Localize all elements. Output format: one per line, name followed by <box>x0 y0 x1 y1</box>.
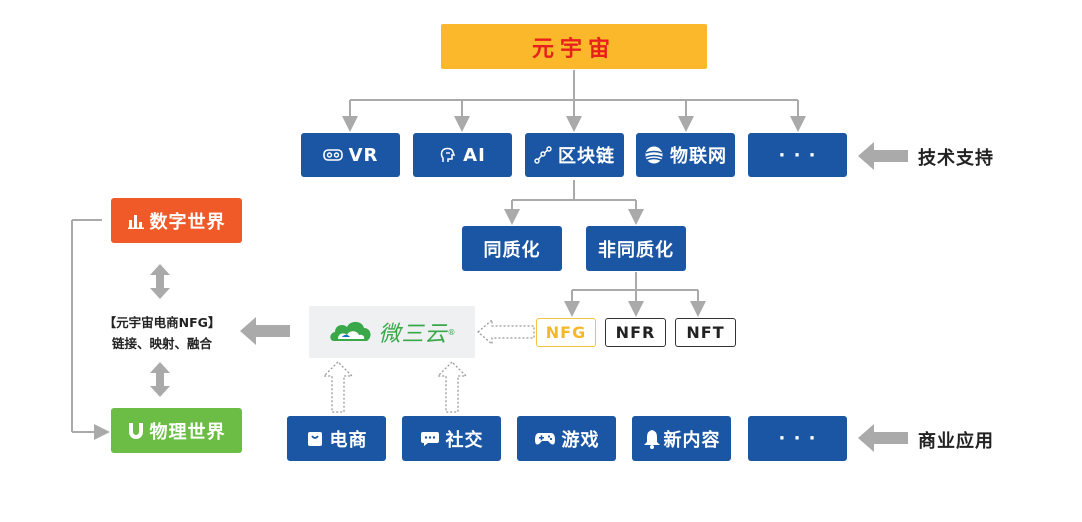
nfg-label: NFG <box>545 323 587 342</box>
nfr-label: NFR <box>615 323 656 342</box>
shopping-bag-icon <box>306 430 324 448</box>
digital-world-box: 数字世界 <box>111 198 242 243</box>
physical-world-box: 物理世界 <box>111 408 242 453</box>
tech-blockchain-box: 区块链 <box>525 133 624 177</box>
non-homogeneous-label: 非同质化 <box>598 239 674 261</box>
gamepad-icon <box>534 431 556 447</box>
biz-more-box: · · · <box>748 416 847 461</box>
bell-icon <box>643 429 661 449</box>
platform-name: 微三云 <box>378 322 448 347</box>
biz-social-label: 社交 <box>445 429 484 451</box>
cloud-logo-icon <box>328 317 374 347</box>
tech-vr-label: VR <box>348 144 379 166</box>
nfg-description: 【元宇宙电商NFG】 链接、映射、融合 <box>80 312 244 354</box>
nfr-box: NFR <box>605 318 666 347</box>
tech-iot-label: 物联网 <box>670 146 727 167</box>
ai-head-icon <box>439 146 457 164</box>
homogeneous-box: 同质化 <box>462 226 562 271</box>
nfg-description-line2: 链接、映射、融合 <box>111 336 212 351</box>
chat-icon <box>420 430 440 448</box>
blockchain-icon <box>534 146 552 164</box>
nft-box: NFT <box>675 318 736 347</box>
bar-chart-icon <box>127 213 144 229</box>
physical-world-label: 物理世界 <box>149 421 226 443</box>
biz-new-content-label: 新内容 <box>663 429 721 451</box>
digital-world-label: 数字世界 <box>149 211 226 233</box>
tech-blockchain-label: 区块链 <box>558 146 615 167</box>
tech-more-box: · · · <box>748 133 847 177</box>
nft-label: NFT <box>686 323 725 342</box>
metaverse-box: 元宇宙 <box>441 24 707 69</box>
tech-support-label: 技术支持 <box>918 148 994 169</box>
magnet-icon <box>128 422 144 440</box>
iot-globe-icon <box>644 145 664 165</box>
biz-social-box: 社交 <box>402 416 501 461</box>
biz-ecommerce-box: 电商 <box>287 416 386 461</box>
non-homogeneous-box: 非同质化 <box>586 226 686 271</box>
business-app-label: 商业应用 <box>918 431 994 452</box>
biz-game-label: 游戏 <box>561 429 600 451</box>
biz-ecommerce-label: 电商 <box>329 429 368 451</box>
metaverse-title: 元宇宙 <box>531 36 616 62</box>
biz-game-box: 游戏 <box>517 416 616 461</box>
tech-vr-box: VR <box>301 133 400 177</box>
tech-ai-box: AI <box>413 133 512 177</box>
vr-headset-icon <box>322 148 343 162</box>
tech-ai-label: AI <box>463 144 486 166</box>
nfg-box: NFG <box>536 318 596 347</box>
tech-more-label: · · · <box>778 144 817 166</box>
biz-new-content-box: 新内容 <box>632 416 731 461</box>
platform-registered-mark: ® <box>447 327 456 337</box>
biz-more-label: · · · <box>778 428 817 449</box>
platform-box: 微三云 ® <box>309 306 475 358</box>
nfg-description-line1: 【元宇宙电商NFG】 <box>103 315 221 330</box>
tech-iot-box: 物联网 <box>636 133 735 177</box>
homogeneous-label: 同质化 <box>483 239 541 261</box>
